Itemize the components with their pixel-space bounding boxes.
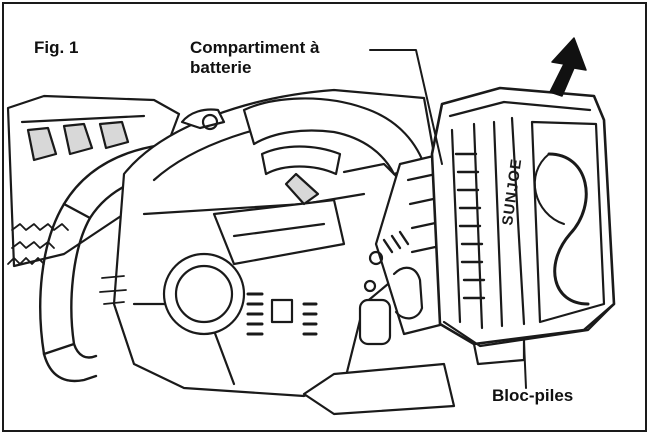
callout-battery-compartment-line2: batterie — [190, 58, 252, 78]
leader-battery-pack — [523, 341, 527, 389]
figure-number: Fig. 1 — [34, 38, 79, 57]
battery-compartment — [358, 152, 452, 346]
callout-battery-pack: Bloc-piles — [492, 386, 574, 405]
callout-battery-compartment: Compartiment à batterie — [190, 38, 380, 79]
chainsaw-illustration: SUNJOE — [6, 37, 616, 416]
callout-battery-compartment-line1: Compartiment à — [190, 38, 320, 57]
callout-leader-lines — [369, 49, 527, 389]
leader-battery-compartment — [369, 49, 443, 165]
up-arrow-icon — [549, 37, 587, 97]
battery-pack — [430, 86, 616, 366]
